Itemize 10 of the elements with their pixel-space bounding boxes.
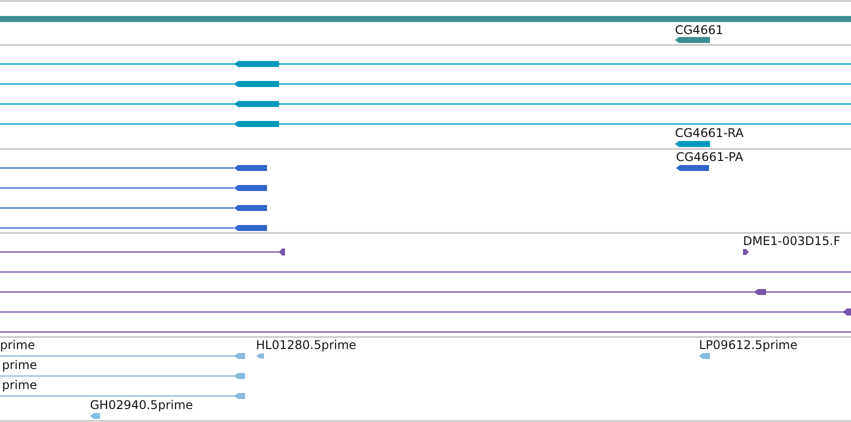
feature-label: CG4661 bbox=[675, 23, 724, 37]
feature-label: HL01280.5prime bbox=[256, 338, 356, 352]
feature-label: LP09612.5prime bbox=[699, 338, 798, 352]
feature-label: prime bbox=[2, 378, 37, 392]
feature-label: CG4661-RA bbox=[675, 126, 744, 140]
feature-label: prime bbox=[2, 358, 37, 372]
feature-label: CG4661-PA bbox=[676, 150, 744, 164]
feature-label: prime bbox=[0, 338, 35, 352]
feature-label: DME1-003D15.F bbox=[743, 234, 840, 248]
feature-label: GH02940.5prime bbox=[90, 398, 193, 412]
